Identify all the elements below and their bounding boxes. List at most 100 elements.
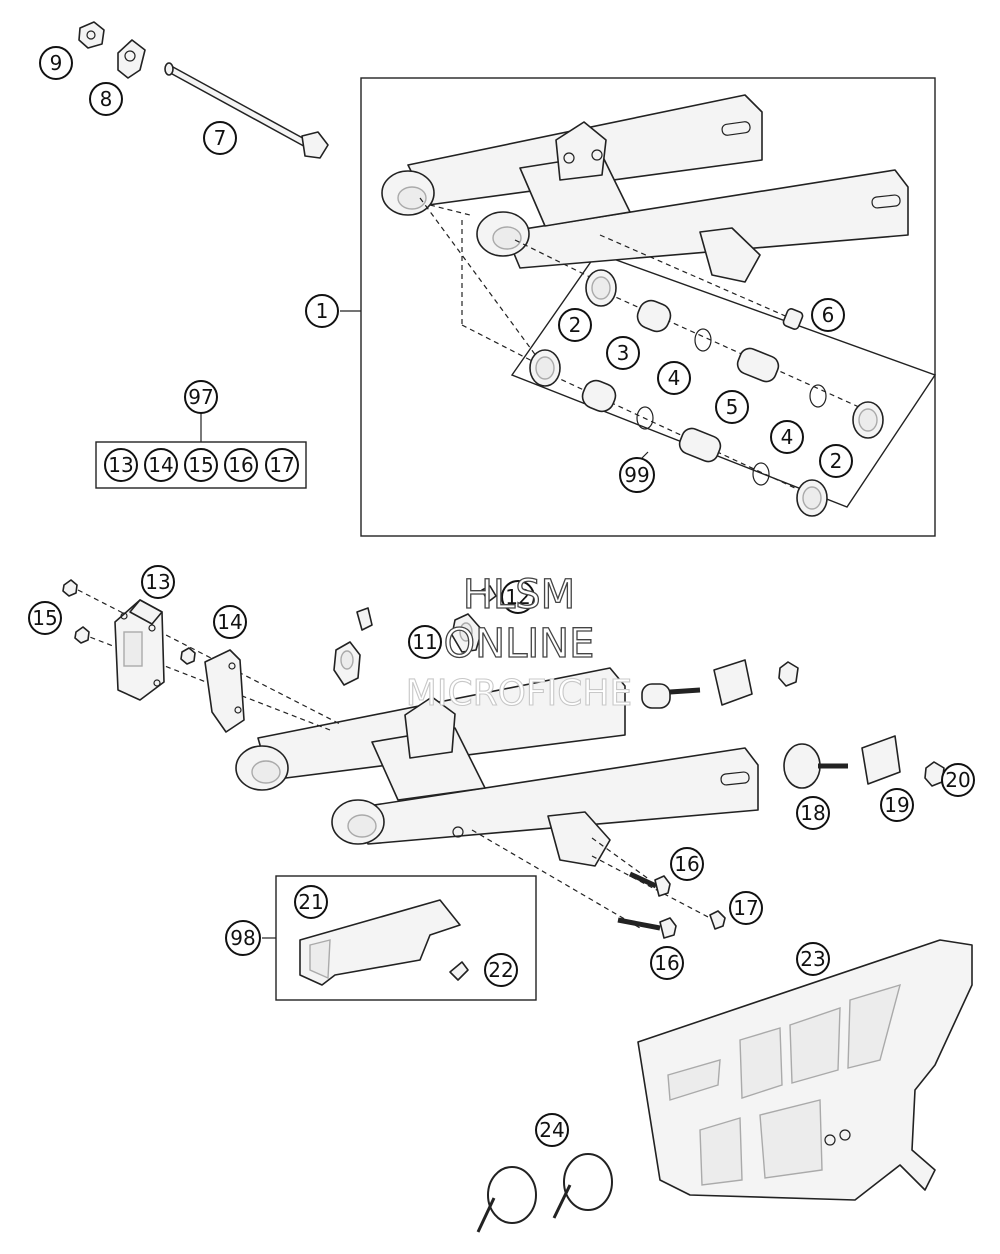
bolts-16-17 xyxy=(617,871,726,939)
bushing-kit-panel-99 xyxy=(510,252,937,508)
cable-ties-24 xyxy=(476,1153,613,1233)
callout-22: 22 xyxy=(484,953,518,987)
callout-3: 3 xyxy=(606,336,640,370)
dash-top-4 xyxy=(461,324,541,366)
bushing-parts xyxy=(529,269,884,517)
svg-text:4: 4 xyxy=(668,366,681,390)
dash-top-5 xyxy=(514,239,601,283)
swingarm-bottom xyxy=(235,667,759,867)
callout-2b: 2 xyxy=(819,444,853,478)
svg-text:19: 19 xyxy=(884,793,909,817)
swingarm-axle xyxy=(164,62,329,159)
spacer-18 xyxy=(783,743,848,789)
svg-text:15: 15 xyxy=(188,453,213,477)
callout-4a: 4 xyxy=(657,361,691,395)
svg-text:20: 20 xyxy=(945,768,970,792)
svg-text:17: 17 xyxy=(269,453,294,477)
watermark-line-1: HLSM xyxy=(463,572,575,618)
svg-text:2: 2 xyxy=(830,449,843,473)
svg-text:14: 14 xyxy=(148,453,173,477)
nut-20 xyxy=(924,761,945,787)
svg-text:2: 2 xyxy=(569,313,582,337)
callout-6: 6 xyxy=(811,298,845,332)
svg-text:8: 8 xyxy=(100,87,113,111)
svg-text:13: 13 xyxy=(108,453,133,477)
svg-text:13: 13 xyxy=(145,570,170,594)
callout-9: 9 xyxy=(39,46,73,80)
dash-top-1 xyxy=(419,197,546,369)
svg-text:17: 17 xyxy=(733,896,758,920)
callout-18: 18 xyxy=(796,796,830,830)
dash-top-2 xyxy=(429,204,471,216)
svg-text:18: 18 xyxy=(800,801,825,825)
callout-12: 12 xyxy=(501,580,535,614)
watermark-line-2: ONLINE xyxy=(444,621,595,667)
plate-19 xyxy=(861,735,901,785)
watermark: HLSM ONLINE MICROFICHE xyxy=(405,571,633,714)
callout-97: 97 xyxy=(184,380,218,414)
screw-22 xyxy=(449,961,469,981)
svg-text:9: 9 xyxy=(50,51,63,75)
svg-text:23: 23 xyxy=(800,947,825,971)
callout-24: 24 xyxy=(535,1113,569,1147)
svg-text:14: 14 xyxy=(217,610,242,634)
dash-top-8 xyxy=(599,234,791,319)
svg-text:99: 99 xyxy=(624,463,649,487)
callout-5: 5 xyxy=(715,390,749,424)
dash-bottom-5 xyxy=(591,855,711,919)
callout-15: 15 xyxy=(28,601,62,635)
callout-99: 99 xyxy=(619,457,655,493)
svg-text:12: 12 xyxy=(505,585,530,609)
callout-19: 19 xyxy=(880,788,914,822)
swingarm-top xyxy=(381,94,909,283)
dash-bottom-4 xyxy=(591,837,651,881)
callout-1: 1 xyxy=(305,294,339,328)
bolt-parts-upper xyxy=(641,659,799,709)
svg-text:16: 16 xyxy=(674,852,699,876)
callout-17: 17 xyxy=(729,891,763,925)
callout-14: 14 xyxy=(213,605,247,639)
chain-slider-14 xyxy=(204,649,245,733)
svg-text:97: 97 xyxy=(188,385,213,409)
watermark-line-3: MICROFICHE xyxy=(406,673,632,714)
kit-97-item-13: 13 xyxy=(104,448,138,482)
chain-cover-23 xyxy=(637,939,973,1201)
svg-text:98: 98 xyxy=(230,926,255,950)
svg-text:16: 16 xyxy=(228,453,253,477)
callout-13: 13 xyxy=(141,565,175,599)
callout-20: 20 xyxy=(941,763,975,797)
svg-text:22: 22 xyxy=(488,958,513,982)
kit-97-item-14: 14 xyxy=(144,448,178,482)
dash-bottom-3 xyxy=(471,829,641,929)
callout-8: 8 xyxy=(89,82,123,116)
callout-7: 7 xyxy=(203,121,237,155)
svg-text:11: 11 xyxy=(412,630,437,654)
assembly-frame-1 xyxy=(360,77,936,537)
svg-text:6: 6 xyxy=(822,303,835,327)
kit-97-item-15: 15 xyxy=(184,448,218,482)
callout-2a: 2 xyxy=(558,308,592,342)
svg-text:5: 5 xyxy=(726,395,739,419)
callout-23: 23 xyxy=(796,942,830,976)
washer-plate-8 xyxy=(117,39,146,79)
svg-text:24: 24 xyxy=(539,1118,564,1142)
chain-guide-13 xyxy=(114,599,165,701)
dash-bottom-1 xyxy=(77,589,341,725)
chain-guard-21 xyxy=(299,899,461,986)
svg-text:15: 15 xyxy=(32,606,57,630)
callout-11: 11 xyxy=(408,625,442,659)
clamp-11 xyxy=(333,585,497,686)
callout-98: 98 xyxy=(225,920,261,956)
svg-text:4: 4 xyxy=(781,425,794,449)
nut-9 xyxy=(78,21,105,49)
callout-21: 21 xyxy=(294,885,328,919)
kit-97-item-16: 16 xyxy=(224,448,258,482)
kit-97-item-17: 17 xyxy=(265,448,299,482)
callout-16b: 16 xyxy=(650,946,684,980)
svg-text:7: 7 xyxy=(214,126,227,150)
nuts-15 xyxy=(62,579,196,665)
svg-text:21: 21 xyxy=(298,890,323,914)
svg-text:16: 16 xyxy=(654,951,679,975)
svg-text:3: 3 xyxy=(617,341,630,365)
